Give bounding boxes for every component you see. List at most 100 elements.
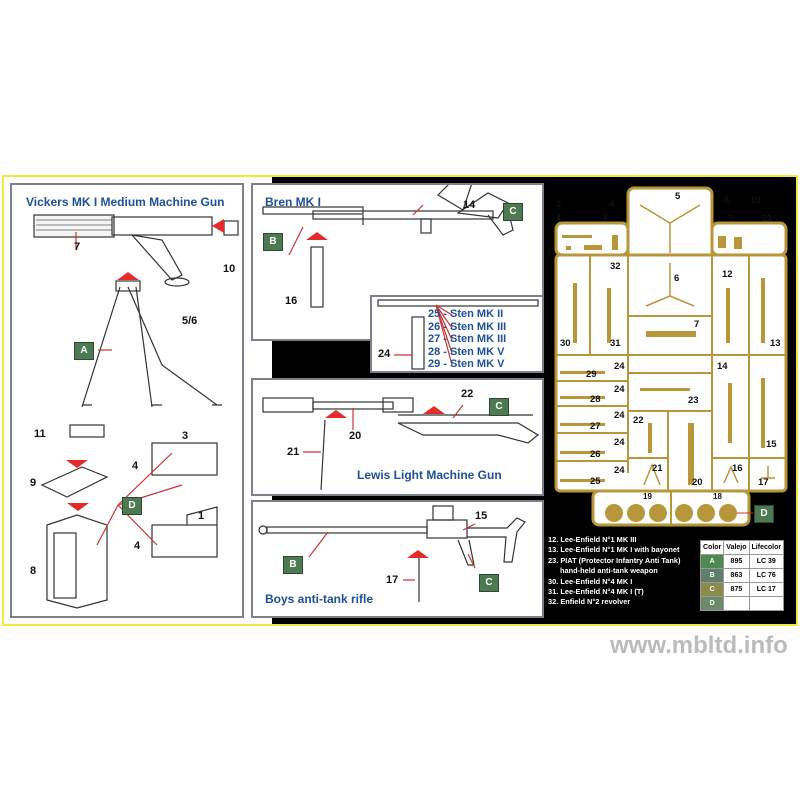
part-label: 21 xyxy=(287,446,300,458)
sprue-label: 19 xyxy=(643,492,652,501)
part-label: 16 xyxy=(285,295,298,307)
boys-panel: 15 17 B C Boys anti-tank rifle xyxy=(251,500,544,618)
sprue-label: 17 xyxy=(758,477,769,488)
sprue-label: 9 xyxy=(728,213,734,224)
legend-item: 31. Lee-Enfield N°4 MK I (T) xyxy=(548,587,644,597)
vickers-panel: Vickers MK I Medium Machine Gun 7 10 5/6… xyxy=(10,183,244,618)
color-badge-c: C xyxy=(489,398,509,416)
part-label: 20 xyxy=(349,430,362,442)
sprue-label: 4 xyxy=(609,199,615,210)
column-header: Lifecolor xyxy=(748,540,785,555)
legend-item: 23. PIAT (Protector Infantry Anti Tank) xyxy=(548,555,681,565)
sprue-label: 27 xyxy=(590,421,601,432)
sprue-label: 15 xyxy=(766,439,777,450)
color-swatch: B xyxy=(699,568,725,583)
column-header: Color xyxy=(699,540,725,555)
sprue-label: 13 xyxy=(770,338,781,349)
vickers-title: Vickers MK I Medium Machine Gun xyxy=(26,195,225,209)
sprue-label: 6 xyxy=(674,273,680,284)
sprue-label: 18 xyxy=(713,492,722,501)
color-badge-d: D xyxy=(754,505,774,523)
part-label: 4 xyxy=(134,540,141,552)
boys-drawing xyxy=(258,505,526,602)
sheet-frame xyxy=(2,175,798,626)
boys-title: Boys anti-tank rifle xyxy=(265,592,374,606)
column-header: Valejo xyxy=(723,540,750,555)
sprue-label: 10 xyxy=(750,195,761,206)
sprue-label: 24 xyxy=(614,384,625,395)
part-label: 1 xyxy=(198,510,205,522)
color-badge-b: B xyxy=(283,556,303,574)
sprue-label: 1 xyxy=(556,212,562,223)
table-row: D xyxy=(699,596,785,611)
valejo-code: 863 xyxy=(723,568,750,583)
valejo-code: 875 xyxy=(723,582,750,597)
part-label: 15 xyxy=(475,510,488,522)
sprue-label: 24 xyxy=(614,465,625,476)
sten-variant-list: 25 - Sten MK II 26 - Sten MK III 27 - St… xyxy=(428,308,506,371)
sprue-label: 14 xyxy=(717,361,728,372)
sprue-label: 2 xyxy=(556,199,562,210)
vickers-drawing xyxy=(33,214,239,609)
color-badge-a: A xyxy=(74,342,94,360)
lifecolor-code xyxy=(748,596,785,611)
sprue-label: 21 xyxy=(652,463,663,474)
sprue-label: 11 xyxy=(762,213,773,224)
part-label: 11 xyxy=(34,428,46,440)
color-badge-b: B xyxy=(263,233,283,251)
valejo-code: 895 xyxy=(723,554,750,569)
sprue-label: 32 xyxy=(610,261,621,272)
sprue-label: 31 xyxy=(610,338,621,349)
sprue-drawing xyxy=(554,186,788,527)
lifecolor-code: LC 17 xyxy=(748,582,785,597)
sten-variant: 27 - Sten MK III xyxy=(428,333,507,345)
valejo-code xyxy=(723,596,750,611)
part-label: 8 xyxy=(30,565,37,577)
bren-title: Bren MK I xyxy=(265,195,322,209)
sprue-label: 25 xyxy=(590,476,601,487)
sprue-label: 7 xyxy=(694,319,700,330)
lifecolor-code: LC 76 xyxy=(748,568,785,583)
part-label: 24 xyxy=(378,348,391,360)
lewis-panel: 20 21 22 C Lewis Light Machine Gun xyxy=(251,378,544,496)
legend-item: 13. Lee-Enfield N°1 MK I with bayonet xyxy=(548,545,680,555)
sprue-label: 24 xyxy=(614,410,625,421)
color-swatch: A xyxy=(699,554,725,569)
sprue-label: 22 xyxy=(633,415,644,426)
sprue-label: 26 xyxy=(590,449,601,460)
part-label: 10 xyxy=(223,263,236,275)
watermark: www.mbltd.info xyxy=(610,632,788,659)
sprue-label: 28 xyxy=(590,394,601,405)
sprue-label: 12 xyxy=(722,269,733,280)
part-label: 9 xyxy=(30,477,37,489)
color-badge-c: C xyxy=(479,574,499,592)
part-label: 5/6 xyxy=(182,315,198,327)
sprue-label: 8 xyxy=(724,195,730,206)
sten-variant: 29 - Sten MK V xyxy=(428,358,505,370)
sprue-label: 23 xyxy=(688,395,699,406)
sten-variant: 28 - Sten MK V xyxy=(428,345,505,358)
sten-panel: 24 25 - Sten MK II 26 - Sten MK III 27 -… xyxy=(370,295,544,373)
legend-item: 32. Enfield N°2 revolver xyxy=(548,597,631,607)
legend-item: 30. Lee-Enfield N°4 MK I xyxy=(548,576,633,586)
lifecolor-code: LC 39 xyxy=(748,554,785,569)
part-label: 4 xyxy=(132,460,139,472)
color-swatch: D xyxy=(699,596,725,611)
sprue-frame: 2 4 1 3 5 8 10 9 11 32 6 12 30 31 7 13 2… xyxy=(548,183,795,528)
part-label: 22 xyxy=(461,388,474,400)
part-label: 17 xyxy=(386,574,399,586)
sten-variant: 25 - Sten MK II xyxy=(428,308,504,320)
sprue-label: 16 xyxy=(732,463,743,474)
color-swatch: C xyxy=(699,582,725,597)
sprue-label: 5 xyxy=(675,191,681,202)
color-badge-d: D xyxy=(122,497,142,515)
sprue-label: 3 xyxy=(602,212,608,223)
lewis-title: Lewis Light Machine Gun xyxy=(357,468,502,482)
sprue-label: 24 xyxy=(614,437,625,448)
color-badge-c: C xyxy=(503,203,523,221)
